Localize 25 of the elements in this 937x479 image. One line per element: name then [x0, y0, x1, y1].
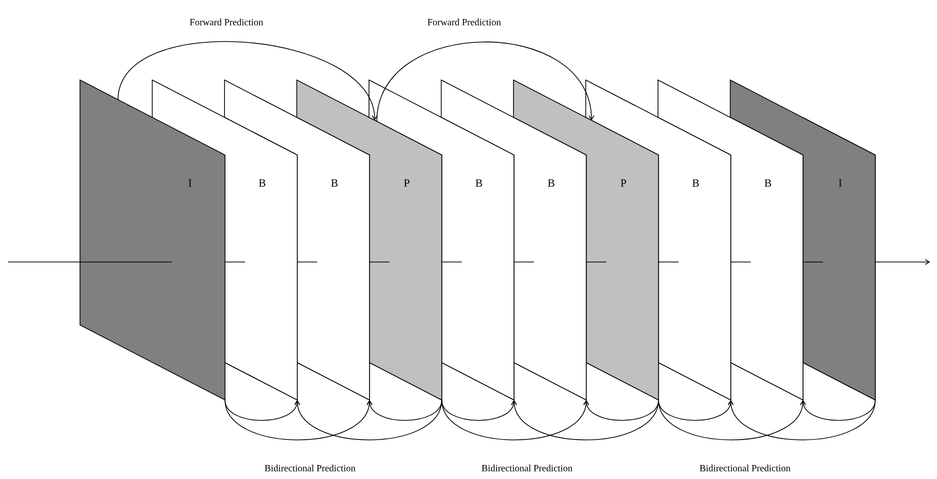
- caption-label: Bidirectional Prediction: [700, 464, 790, 472]
- arrow: [376, 42, 594, 122]
- frame: P: [585, 116, 659, 401]
- arrow: [224, 400, 372, 440]
- arrow: [118, 41, 378, 120]
- arrow: [511, 400, 659, 440]
- arrow: [583, 400, 659, 421]
- frame: B: [224, 116, 298, 401]
- arrow: [294, 400, 442, 440]
- arrow: [658, 400, 806, 440]
- frame: B: [658, 116, 732, 401]
- frame: P: [368, 116, 442, 401]
- frame: B: [730, 116, 804, 401]
- caption-label: Bidirectional Prediction: [264, 464, 356, 472]
- frame: B: [440, 116, 514, 401]
- frame: B: [296, 116, 370, 401]
- arrow: [441, 400, 590, 440]
- frame: I: [802, 116, 876, 401]
- arrow: [728, 400, 876, 440]
- frame: B: [513, 116, 587, 401]
- caption-label: Bidirectional Prediction: [482, 464, 572, 472]
- edge-label: Forward Prediction: [428, 18, 501, 26]
- arrow: [366, 400, 442, 421]
- arrow: [800, 400, 876, 421]
- edge-label: Forward Prediction: [190, 18, 264, 26]
